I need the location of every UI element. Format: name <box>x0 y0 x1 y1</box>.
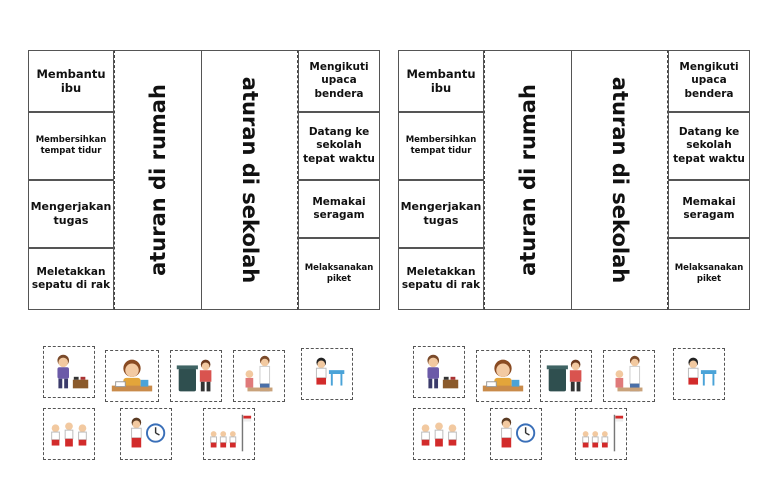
picture-card-cleaning-desk[interactable] <box>301 348 353 400</box>
picture-card-helping-mother[interactable] <box>233 350 285 402</box>
picture-card-uniform[interactable] <box>413 408 465 460</box>
boy-putting-shoes-icon <box>57 354 89 389</box>
card-left-2[interactable]: Membersihkan tempat tidur <box>28 112 114 180</box>
card-right-1[interactable]: Mengikuti upaca bendera <box>668 50 750 112</box>
picture-card-shoes[interactable] <box>43 346 95 398</box>
card-right-2[interactable]: Datang ke sekolah tepat waktu <box>668 112 750 180</box>
picture-card-uniform[interactable] <box>43 408 95 460</box>
card-right-3[interactable]: Memakai seragam <box>668 180 750 238</box>
card-right-1[interactable]: Mengikuti upaca bendera <box>298 50 380 112</box>
card-left-2[interactable]: Membersihkan tempat tidur <box>398 112 484 180</box>
boy-putting-shoes-icon <box>427 354 459 389</box>
picture-card-flag-ceremony[interactable] <box>575 408 627 460</box>
student-cleaning-desk-icon <box>315 357 345 386</box>
card-left-1[interactable]: Membantu ibu <box>28 50 114 112</box>
picture-card-cleaning-desk[interactable] <box>673 348 725 400</box>
card-right-2[interactable]: Datang ke sekolah tepat waktu <box>298 112 380 180</box>
flag-ceremony-icon <box>582 414 624 452</box>
child-cleaning-trash-icon <box>546 359 582 392</box>
picture-card-clock[interactable] <box>120 408 172 460</box>
card-left-4[interactable]: Meletakkan sepatu di rak <box>28 248 114 310</box>
middle-panel-home: aturan di rumah <box>114 50 202 310</box>
card-left-1[interactable]: Membantu ibu <box>398 50 484 112</box>
picture-card-clock[interactable] <box>490 408 542 460</box>
student-cleaning-desk-icon <box>687 357 717 386</box>
child-helping-mother-icon <box>245 355 273 392</box>
child-helping-mother-icon <box>615 355 643 392</box>
label-aturan-di-rumah: aturan di rumah <box>146 84 170 276</box>
label-aturan-di-sekolah: aturan di sekolah <box>607 76 632 284</box>
card-right-3[interactable]: Memakai seragam <box>298 180 380 238</box>
middle-panel-school: aturan di sekolah <box>572 50 668 310</box>
student-with-clock-icon <box>501 417 536 448</box>
card-right-4[interactable]: Melaksanakan piket <box>668 238 750 310</box>
worksheet-2: Membantu ibu Membersihkan tempat tidur M… <box>398 50 750 310</box>
card-left-3[interactable]: Mengerjakan tugas <box>398 180 484 248</box>
label-aturan-di-rumah: aturan di rumah <box>516 84 540 276</box>
picture-card-trash[interactable] <box>540 350 592 402</box>
card-left-3[interactable]: Mengerjakan tugas <box>28 180 114 248</box>
label-aturan-di-sekolah: aturan di sekolah <box>237 76 262 284</box>
students-in-uniform-icon <box>51 422 87 447</box>
card-right-4[interactable]: Melaksanakan piket <box>298 238 380 310</box>
flag-ceremony-icon <box>210 414 252 452</box>
picture-card-shoes[interactable] <box>413 346 465 398</box>
child-studying-at-desk-icon <box>482 359 524 392</box>
picture-card-studying[interactable] <box>105 350 159 402</box>
middle-panel-home: aturan di rumah <box>484 50 572 310</box>
worksheet-1: Membantu ibu Membersihkan tempat tidur M… <box>28 50 380 310</box>
picture-card-studying[interactable] <box>476 350 530 402</box>
students-in-uniform-icon <box>421 422 457 447</box>
child-studying-at-desk-icon <box>111 359 153 392</box>
student-with-clock-icon <box>131 417 166 448</box>
middle-panel-school: aturan di sekolah <box>202 50 298 310</box>
picture-card-helping-mother[interactable] <box>603 350 655 402</box>
card-left-4[interactable]: Meletakkan sepatu di rak <box>398 248 484 310</box>
picture-card-flag-ceremony[interactable] <box>203 408 255 460</box>
child-cleaning-trash-icon <box>176 359 212 392</box>
picture-card-trash[interactable] <box>170 350 222 402</box>
